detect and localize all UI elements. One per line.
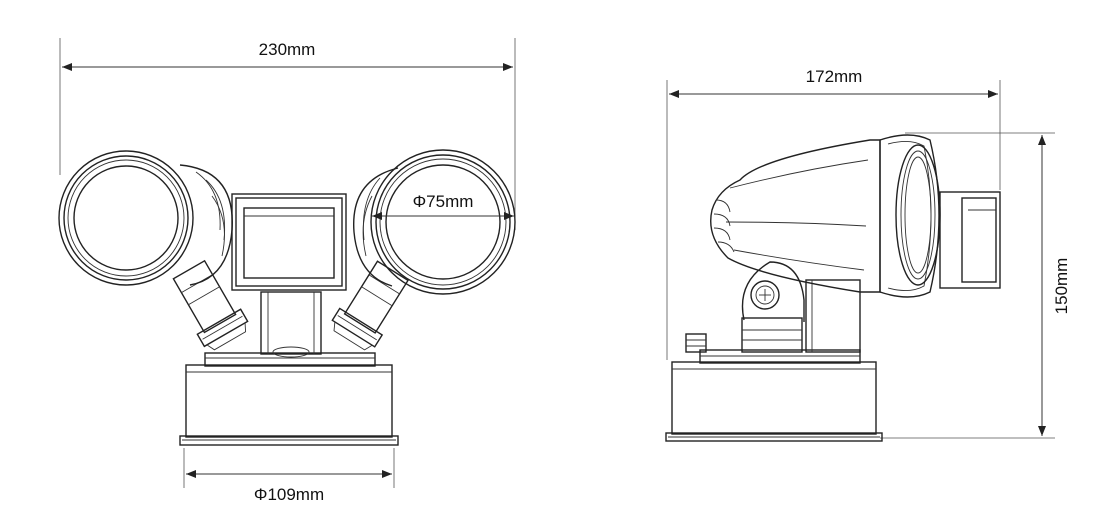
side-stem xyxy=(805,191,1001,353)
side-lamp-body xyxy=(710,134,941,298)
side-height-label: 150mm xyxy=(1052,258,1071,315)
front-width-dimension: 230mm xyxy=(59,38,516,230)
side-depth-dimension: 172mm xyxy=(666,67,1001,360)
front-left-lamp xyxy=(58,150,249,351)
side-depth-label: 172mm xyxy=(806,67,863,86)
base-diameter-label: Φ109mm xyxy=(254,485,324,504)
side-view: 172mm 150mm xyxy=(665,67,1071,442)
front-view: 230mm Φ109mm xyxy=(58,38,516,504)
side-swivel-joint xyxy=(741,261,805,353)
front-right-lamp: Φ75mm xyxy=(331,149,516,351)
side-height-dimension: 150mm xyxy=(880,132,1071,439)
front-base-housing xyxy=(179,352,399,446)
front-width-label: 230mm xyxy=(259,40,316,59)
front-sensor-block xyxy=(231,193,347,358)
front-base-dimension: Φ109mm xyxy=(183,448,395,504)
side-base-housing xyxy=(665,333,883,442)
lens-diameter-label: Φ75mm xyxy=(413,192,474,211)
